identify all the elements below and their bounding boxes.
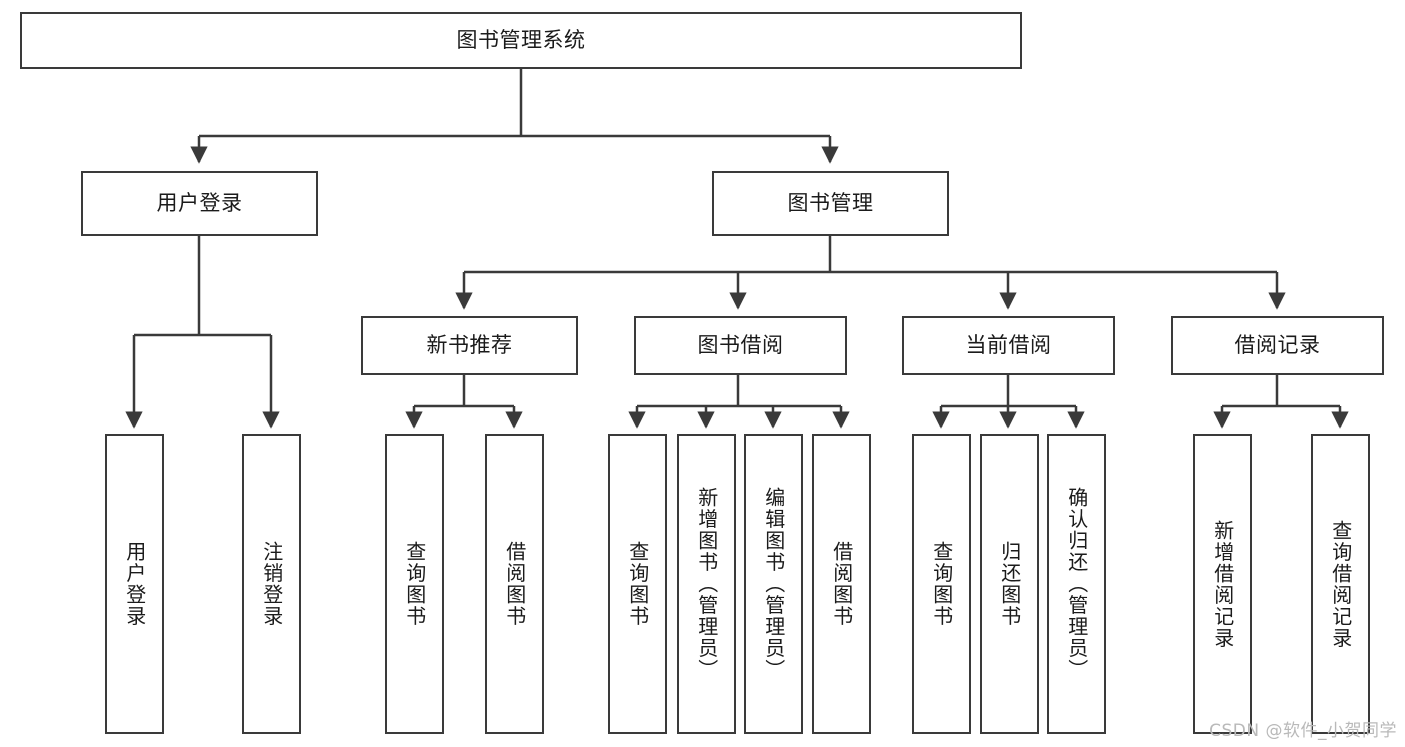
leaf-borrow-query-label: 查询图书 [625, 541, 650, 627]
node-borrow-record-label: 借阅记录 [1234, 333, 1321, 358]
node-book-manage[interactable]: 图书管理 [712, 171, 949, 236]
leaf-new-book-borrow-label: 借阅图书 [502, 541, 527, 627]
leaf-borrow-add-book-label: 新增图书（管理员） [694, 487, 719, 681]
leaf-user-login-label: 用户登录 [122, 541, 147, 627]
leaf-current-return[interactable]: 归还图书 [980, 434, 1039, 734]
leaf-borrow-query[interactable]: 查询图书 [608, 434, 667, 734]
leaf-new-book-query-label: 查询图书 [402, 541, 427, 627]
leaf-borrow-edit-book[interactable]: 编辑图书（管理员） [744, 434, 803, 734]
leaf-logout-label: 注销登录 [259, 541, 284, 627]
leaf-current-query-label: 查询图书 [929, 541, 954, 627]
leaf-borrow-edit-book-label: 编辑图书（管理员） [761, 487, 786, 681]
leaf-record-query-label: 查询借阅记录 [1328, 519, 1353, 649]
node-current-borrow-label: 当前借阅 [965, 333, 1052, 358]
leaf-current-return-label: 归还图书 [997, 541, 1022, 627]
leaf-borrow-add-book[interactable]: 新增图书（管理员） [677, 434, 736, 734]
leaf-current-confirm-return[interactable]: 确认归还（管理员） [1047, 434, 1106, 734]
node-new-book-recommend[interactable]: 新书推荐 [361, 316, 578, 375]
leaf-new-book-query[interactable]: 查询图书 [385, 434, 444, 734]
node-root-label: 图书管理系统 [456, 28, 586, 53]
watermark: CSDN @软件_小贺同学 [1209, 721, 1397, 741]
leaf-logout[interactable]: 注销登录 [242, 434, 301, 734]
node-user-login[interactable]: 用户登录 [81, 171, 318, 236]
leaf-current-confirm-return-label: 确认归还（管理员） [1064, 487, 1089, 681]
leaf-record-add-label: 新增借阅记录 [1210, 519, 1235, 649]
node-root[interactable]: 图书管理系统 [20, 12, 1022, 69]
leaf-new-book-borrow[interactable]: 借阅图书 [485, 434, 544, 734]
node-user-login-label: 用户登录 [156, 191, 243, 216]
leaf-current-query[interactable]: 查询图书 [912, 434, 971, 734]
node-book-manage-label: 图书管理 [787, 191, 874, 216]
node-book-borrow[interactable]: 图书借阅 [634, 316, 847, 375]
leaf-borrow-borrow-book-label: 借阅图书 [829, 541, 854, 627]
node-book-borrow-label: 图书借阅 [697, 333, 784, 358]
node-current-borrow[interactable]: 当前借阅 [902, 316, 1115, 375]
leaf-borrow-borrow-book[interactable]: 借阅图书 [812, 434, 871, 734]
leaf-user-login[interactable]: 用户登录 [105, 434, 164, 734]
leaf-record-add[interactable]: 新增借阅记录 [1193, 434, 1252, 734]
node-new-book-recommend-label: 新书推荐 [426, 333, 513, 358]
node-borrow-record[interactable]: 借阅记录 [1171, 316, 1384, 375]
leaf-record-query[interactable]: 查询借阅记录 [1311, 434, 1370, 734]
